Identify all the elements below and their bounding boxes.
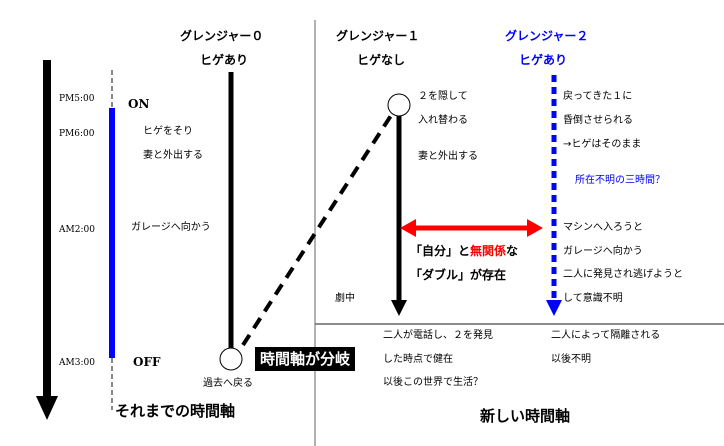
time-label: PM5:00 xyxy=(59,94,95,104)
event-text: 二人が電話し、２を発見 xyxy=(383,330,493,341)
event-text: した時点で健在 xyxy=(383,354,453,365)
caption-part: な xyxy=(506,244,519,258)
time-label: AM2:00 xyxy=(59,225,95,235)
old-timeline-label: それまでの時間軸 xyxy=(115,402,236,420)
event-text: 入れ替わる xyxy=(418,115,468,126)
event-text: ガレージへ向かう xyxy=(563,246,643,257)
granger2-beard: ヒゲあり xyxy=(519,53,568,67)
branch-label: 時間軸が分岐 xyxy=(255,347,356,371)
red-arrow-left-head xyxy=(400,219,416,237)
double-caption-line1: 「自分」と無関係な xyxy=(410,245,518,257)
event-text: 妻と外出する xyxy=(418,151,478,162)
event-text: 妻と外出する xyxy=(143,150,203,161)
event-text: マシンへ入ろうと xyxy=(563,222,643,233)
main-time-arrow-head xyxy=(36,396,58,420)
missing-hours-label: 所在不明の三時間？ xyxy=(575,175,665,186)
off-label: OFF xyxy=(133,355,161,369)
in-story-label: 劇中 xyxy=(335,293,355,304)
event-text: 以後この世界で生活？ xyxy=(383,377,483,388)
event-text: 戻ってきた１に xyxy=(563,91,633,102)
event-text: 二人によって隔離される xyxy=(551,330,661,341)
caption-emphasis: 無関係 xyxy=(470,244,507,258)
granger1-name: グレンジャー１ xyxy=(336,29,420,43)
double-caption-line2: 「ダブル」が存在 xyxy=(410,268,507,282)
event-text: →ヒゲはそのまま xyxy=(563,139,642,150)
caption-part: 「自分」と xyxy=(410,244,471,258)
time-label: AM3:00 xyxy=(59,358,95,368)
event-text: 以後不明 xyxy=(551,354,591,365)
granger0-beard: ヒゲあり xyxy=(200,53,249,67)
time-label: PM6:00 xyxy=(59,129,95,139)
event-text: 昏倒させられる xyxy=(563,115,633,126)
granger0-name: グレンジャー０ xyxy=(180,29,264,43)
event-text: 二人に発見され逃げようと xyxy=(563,269,683,280)
time-travel-dashed-line xyxy=(241,112,394,347)
on-label: ON xyxy=(128,97,150,111)
event-text: ガレージへ向かう xyxy=(131,222,211,233)
granger2-name: グレンジャー２ xyxy=(505,29,589,43)
active-period-bar xyxy=(109,108,115,358)
granger2-arrow-head xyxy=(546,300,562,316)
granger1-start-circle xyxy=(387,93,411,117)
event-text: ヒゲをそり xyxy=(143,126,193,137)
new-timeline-label: 新しい時間軸 xyxy=(480,407,571,425)
red-arrow-right-head xyxy=(527,219,543,237)
granger1-beard: ヒゲなし xyxy=(357,53,406,67)
event-text: して意識不明 xyxy=(563,293,623,304)
event-text: ２を隠して xyxy=(418,91,468,102)
event-text: 過去へ戻る xyxy=(203,378,253,389)
granger0-end-circle xyxy=(219,347,243,371)
granger1-arrow-head xyxy=(391,300,407,316)
